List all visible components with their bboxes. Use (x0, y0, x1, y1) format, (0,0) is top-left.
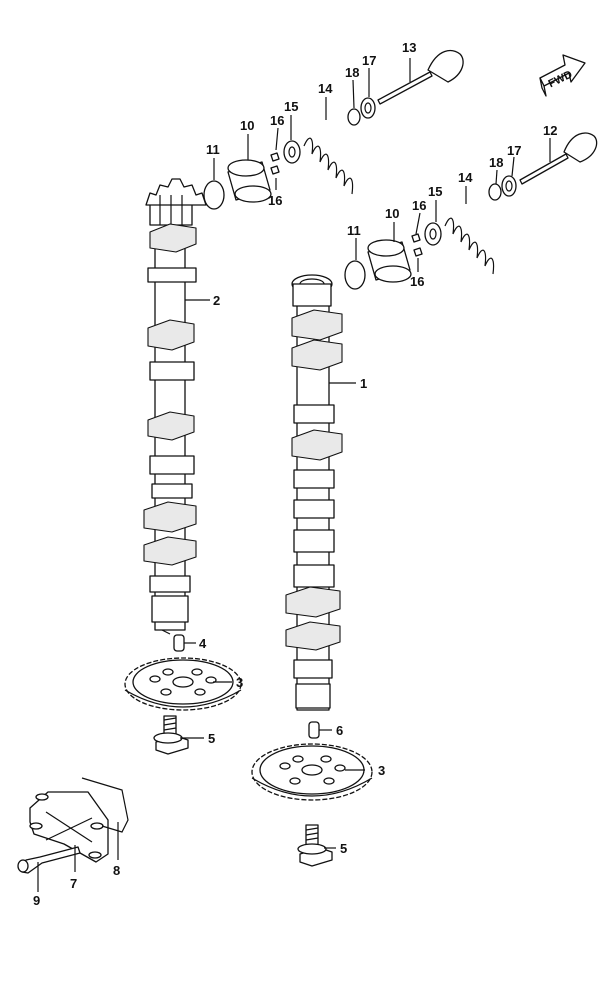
dowel-pin-4 (173, 634, 185, 652)
spring-retainer-15a (283, 140, 301, 164)
callout-17-upper: 17 (362, 53, 376, 68)
sprocket-bolt-right (297, 824, 333, 867)
spring-seat-17a (360, 97, 376, 119)
callout-2: 2 (213, 293, 220, 308)
valve-lifter-10a (227, 159, 272, 203)
callout-6: 6 (336, 723, 343, 738)
camshaft-right (285, 274, 343, 711)
callout-11-upper: 11 (206, 142, 220, 157)
cam-lobes-right (285, 309, 343, 709)
callout-14-lower: 14 (458, 170, 473, 185)
callout-18-lower: 18 (489, 155, 503, 170)
callout-17-lower: 17 (507, 143, 521, 158)
sprocket-bolt-left (153, 715, 189, 755)
valve-12 (519, 132, 598, 185)
callout-10-lower: 10 (385, 206, 399, 221)
callout-labels: 1 2 3 3 4 5 5 6 7 8 9 10 10 11 11 12 13 … (33, 40, 557, 908)
callout-16-upper-a: 16 (270, 113, 284, 128)
callout-16-lower-b: 16 (410, 274, 424, 289)
callout-11-lower: 11 (347, 223, 361, 238)
cover-gasket (81, 777, 129, 833)
valve-keeper-16a (270, 152, 280, 162)
callout-4: 4 (199, 636, 207, 651)
callout-9: 9 (33, 893, 40, 908)
callout-1: 1 (360, 376, 367, 391)
callout-10-upper: 10 (240, 118, 254, 133)
camshaft-drive-end (145, 178, 207, 226)
valve-keeper-16d (413, 247, 423, 257)
spring-retainer-15b (424, 222, 442, 246)
dowel-pin-6 (308, 721, 320, 739)
valve-shim-11a (203, 180, 225, 210)
callout-13: 13 (402, 40, 416, 55)
valve-keeper-16c (411, 233, 421, 243)
valve-seal-18b (488, 183, 502, 201)
spring-seat-17b (501, 175, 517, 197)
callout-15-upper: 15 (284, 99, 298, 114)
leader-lines (37, 58, 551, 892)
valve-spring-14b (444, 217, 495, 275)
fwd-arrow-icon: FWD (539, 54, 586, 97)
callout-5-right: 5 (340, 841, 347, 856)
callout-8: 8 (113, 863, 120, 878)
callout-18-upper: 18 (345, 65, 359, 80)
callout-14-upper: 14 (318, 81, 333, 96)
callout-5-left: 5 (208, 731, 215, 746)
callout-7: 7 (70, 876, 77, 891)
valve-keeper-16b (270, 165, 280, 175)
valve-train-upper (203, 49, 464, 210)
callout-3-left: 3 (236, 675, 243, 690)
callout-16-upper-b: 16 (268, 193, 282, 208)
camshaft-left (143, 178, 207, 635)
cover-bolt (17, 846, 81, 874)
valve-shim-11b (344, 260, 366, 290)
cam-sprocket-left (124, 657, 242, 711)
valve-lifter-10b (367, 239, 412, 283)
valve-train-lower (344, 132, 598, 290)
valve-13 (377, 49, 464, 105)
cover-plate (29, 791, 109, 863)
callout-16-lower-a: 16 (412, 198, 426, 213)
cam-sprocket-right (251, 743, 373, 801)
cam-lobes-left (143, 223, 197, 623)
callout-15-lower: 15 (428, 184, 442, 199)
valve-seal-18a (347, 108, 361, 126)
callout-3-right: 3 (378, 763, 385, 778)
callout-12: 12 (543, 123, 557, 138)
valve-spring-14a (303, 137, 354, 195)
